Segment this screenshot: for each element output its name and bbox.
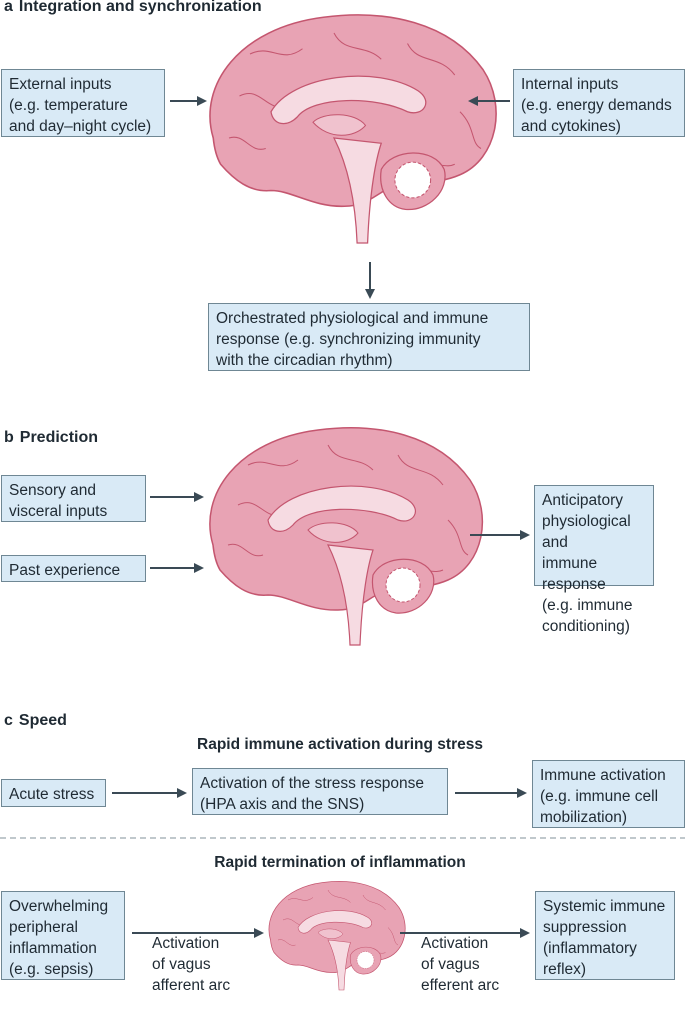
subtitle-rapid-termination: Rapid termination of inflammation [214, 854, 466, 871]
internal-inputs-box: Internal inputs (e.g. energy demands and… [513, 69, 685, 137]
sensory-inputs-box: Sensory and visceral inputs [1, 475, 146, 522]
panel-c-letter: c [4, 712, 13, 729]
afferent-arc-label: Activation of vagus afferent arc [152, 935, 231, 994]
systemic-suppression-box: Systemic immune suppression (inflammator… [535, 891, 675, 980]
panel-a-heading: a Integration and synchronization [4, 0, 262, 16]
brain-illustration-a [209, 14, 497, 244]
efferent-arc-label: Activation of vagus efferent arc [421, 935, 500, 994]
panel-b-title: Prediction [19, 429, 99, 446]
brain-illustration-b [209, 427, 484, 646]
subtitle-rapid-activation: Rapid immune activation during stress [197, 736, 483, 753]
panel-b-letter: b [4, 429, 14, 446]
panel-a-letter: a [4, 0, 13, 15]
stress-response-box: Activation of the stress response (HPA a… [192, 768, 448, 815]
panel-a-title: Integration and synchronization [18, 0, 262, 15]
brain-illustration-c [268, 881, 406, 991]
anticipatory-response-box: Anticipatory physiological and immune re… [534, 485, 654, 635]
external-inputs-box: External inputs (e.g. temperature and da… [1, 69, 165, 137]
panel-c-heading: c Speed [4, 712, 67, 730]
past-experience-box: Past experience [1, 555, 146, 582]
peripheral-inflammation-box: Overwhelming peripheral inflammation (e.… [1, 891, 125, 980]
acute-stress-box: Acute stress [1, 779, 106, 807]
orchestrated-response-box: Orchestrated physiological and immune re… [208, 303, 530, 371]
immune-activation-box: Immune activation (e.g. immune cell mobi… [532, 760, 685, 828]
panel-b-heading: b Prediction [4, 429, 98, 447]
panel-c-title: Speed [18, 712, 67, 729]
